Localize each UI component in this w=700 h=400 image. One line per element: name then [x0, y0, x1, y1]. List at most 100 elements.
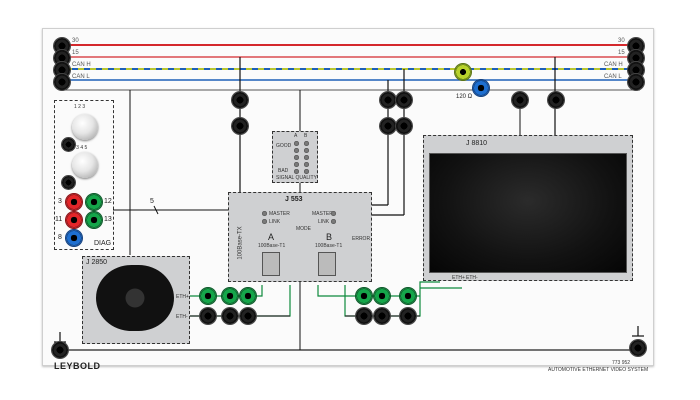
camera-eth-minus: ETH- [176, 314, 188, 320]
sq-led-a4 [294, 162, 299, 167]
rail-label-15-right: 15 [618, 50, 625, 56]
display-screen [429, 153, 627, 273]
rail-canl-socket-right[interactable] [628, 74, 644, 90]
eth-socket-6[interactable] [240, 308, 256, 324]
ground-socket-left[interactable] [52, 342, 68, 358]
panel-title: AUTOMOTIVE ETHERNET VIDEO SYSTEM [548, 367, 649, 373]
ethernet-switch-module [228, 192, 372, 282]
link-label-a: LINK [269, 219, 281, 225]
diag-label: DIAG [94, 240, 112, 247]
diag-label-13: 13 [104, 216, 112, 223]
diag-module [54, 100, 114, 250]
rail-label-30: 30 [72, 38, 79, 44]
camera-lens [96, 265, 174, 331]
diag-socket-11[interactable] [66, 212, 82, 228]
part-number: 773 952 [612, 360, 631, 366]
ground-symbol-left [54, 332, 66, 343]
brand-logo: LEYBOLD [54, 361, 101, 371]
link-socket-1-top[interactable] [232, 92, 248, 108]
rail-label-30-right: 30 [618, 38, 625, 44]
master-label-b: MASTER [312, 211, 333, 217]
diag-socket-3[interactable] [66, 194, 82, 210]
link-socket-3-bottom[interactable] [396, 118, 412, 134]
link-socket-2-top[interactable] [380, 92, 396, 108]
mode-label: MODE [296, 226, 311, 232]
diag-label-3: 3 [58, 198, 62, 205]
can-h-terminator-socket[interactable] [455, 64, 471, 80]
error-label: ERROR [352, 236, 371, 242]
sq-led-b4 [304, 162, 309, 167]
eth-socket-1[interactable] [200, 288, 216, 304]
link-socket-4-top[interactable] [512, 92, 528, 108]
sq-led-b1 [304, 141, 309, 146]
eth-socket-10[interactable] [356, 308, 372, 324]
sq-led-a2 [294, 148, 299, 153]
eth-socket-9[interactable] [400, 288, 416, 304]
diag-socket-13[interactable] [86, 212, 102, 228]
camera-id: J 2850 [86, 259, 108, 266]
transformer-a [262, 252, 280, 276]
transformer-b [318, 252, 336, 276]
diag-small-socket-2[interactable] [62, 176, 75, 189]
sq-led-a3 [294, 155, 299, 160]
eth-socket-4[interactable] [200, 308, 216, 324]
link-label-b: LINK [318, 219, 330, 225]
rail-canl-socket-left[interactable] [54, 74, 70, 90]
display-eth-minus: ETH- [466, 275, 478, 281]
eth-socket-7[interactable] [356, 288, 372, 304]
sq-led-b5 [304, 169, 309, 174]
eth-socket-5[interactable] [222, 308, 238, 324]
sq-led-b3 [304, 155, 309, 160]
port-a-sub: 100Base-T1 [258, 243, 286, 249]
link-led-a [262, 219, 267, 224]
camera-eth-plus: ETH+ [176, 294, 189, 300]
diag-socket-12[interactable] [86, 194, 102, 210]
rail-label-canl-right: CAN L [604, 74, 622, 80]
ground-socket-right[interactable] [630, 340, 646, 356]
knob1-scale: 1 2 3 [74, 104, 86, 110]
diag-knob-1[interactable] [72, 114, 98, 140]
resistor-label: 120 Ω [456, 94, 473, 100]
eth-socket-2[interactable] [222, 288, 238, 304]
sq-column-b: B [304, 133, 308, 139]
link-socket-2-bottom[interactable] [380, 118, 396, 134]
diag-socket-8[interactable] [66, 230, 82, 246]
rail-label-canh-right: CAN H [604, 62, 623, 68]
diag-small-socket-1[interactable] [62, 138, 75, 151]
eth-socket-8[interactable] [374, 288, 390, 304]
link-socket-5-top[interactable] [548, 92, 564, 108]
port-b-label: B [326, 232, 333, 242]
eth-socket-11[interactable] [374, 308, 390, 324]
master-led-a [262, 211, 267, 216]
rail-label-canl: CAN L [72, 74, 90, 80]
display-id: J 8810 [466, 140, 488, 147]
master-led-b [331, 211, 336, 216]
rail-label-15: 15 [72, 50, 79, 56]
link-socket-3-top[interactable] [396, 92, 412, 108]
eth-socket-12[interactable] [400, 308, 416, 324]
sq-bad-label: BAD [278, 168, 289, 174]
diag-label-12: 12 [104, 198, 112, 205]
eth-socket-3[interactable] [240, 288, 256, 304]
sq-caption: SIGNAL QUALITY [276, 175, 317, 181]
link-socket-1-bottom[interactable] [232, 118, 248, 134]
link-led-b [331, 219, 336, 224]
sq-good-label: GOOD [276, 143, 292, 149]
sq-led-a1 [294, 141, 299, 146]
ground-symbol-right [632, 326, 644, 337]
rail-label-canh: CAN H [72, 62, 91, 68]
switch-id: J 553 [285, 196, 303, 203]
display-eth-plus: ETH+ [452, 275, 465, 281]
sq-column-a: A [294, 133, 298, 139]
master-label-a: MASTER [269, 211, 290, 217]
switch-side-label: 100Base-TX [237, 226, 244, 260]
diag-label-8: 8 [58, 234, 62, 241]
sq-led-b2 [304, 148, 309, 153]
sq-led-a5 [294, 169, 299, 174]
port-a-label: A [268, 232, 275, 242]
port-b-sub: 100Base-T1 [315, 243, 343, 249]
diag-knob-2[interactable] [72, 152, 98, 178]
cable-label: 5 [150, 198, 154, 205]
can-l-terminator-socket[interactable] [473, 80, 489, 96]
diag-label-11: 11 [55, 216, 63, 223]
